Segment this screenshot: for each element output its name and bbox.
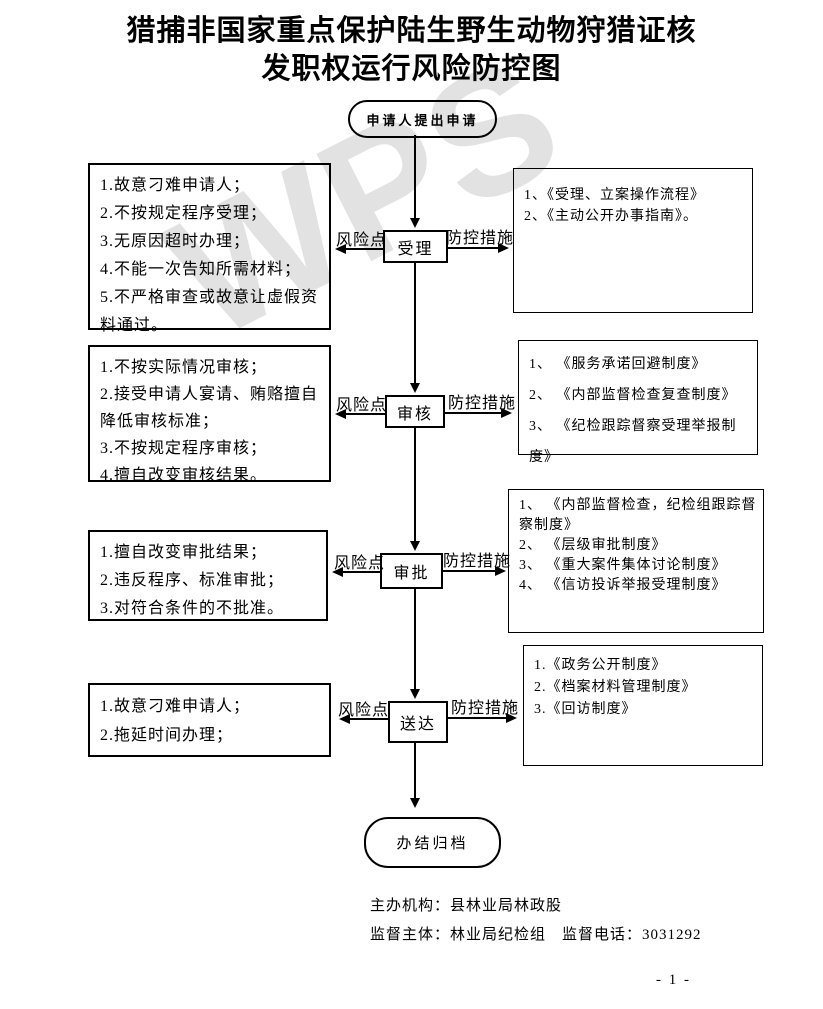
list-item: 2、 《层级审批制度》 (519, 538, 667, 553)
list-item: 1.擅自改变审批结果； (100, 544, 268, 561)
list-item: 3、 《重大案件集体讨论制度》 (519, 558, 727, 573)
risk-box-stage1: 1.故意刁难申请人； 2.不按规定程序受理； 3.无原因超时办理； 4.不能一次告知所… (88, 163, 331, 334)
list-item: 5.不严格审查或故意让虚假资料通过。 (100, 289, 319, 334)
control-box-stage3: 1、 《内部监督检查，纪检组跟踪督察制度》 2、 《层级审批制度》 3、 《重大案件… (508, 489, 764, 633)
list-item: 1、 《服务承诺回避制度》 (529, 357, 707, 372)
risk-box-stage4: 1.故意刁难申请人； 2.拖延时间办理； (88, 683, 331, 757)
list-item: 2、 《内部监督检查复查制度》 (529, 388, 737, 403)
list-item: 1、《受理、立案操作流程》 (524, 188, 705, 203)
step-node-stage4: 送达 (388, 701, 448, 743)
list-item: 3、 《纪检跟踪督察受理举报制度》 (529, 419, 737, 465)
list-item: 1.故意刁难申请人； (100, 177, 251, 194)
arrow-songda-to-end (410, 743, 420, 808)
control-label-stage4: 防控措施 (451, 700, 520, 717)
list-item: 2.违反程序、标准审批； (100, 572, 285, 589)
arrow-risk-stage1 (335, 244, 383, 254)
list-item: 2.不按规定程序受理； (100, 205, 268, 222)
page-title: 猎捕非国家重点保护陆生野生动物狩猎证核 发职权运行风险防控图 (0, 12, 823, 88)
risk-box-stage2: 1.不按实际情况审核； 2.接受申请人宴请、贿赂擅自降低审核标准； 3.不按规定程序… (88, 345, 331, 484)
list-item: 1、 《内部监督检查，纪检组跟踪督察制度》 (519, 498, 757, 533)
risk-point-label-stage2: 风险点 (336, 397, 388, 414)
arrow-start-to-shouli (410, 135, 420, 228)
list-item: 2.《档案材料管理制度》 (534, 680, 697, 695)
control-label-stage2: 防控措施 (448, 395, 517, 412)
risk-point-label-stage1: 风险点 (336, 232, 388, 249)
list-item: 2.拖延时间办理； (100, 727, 234, 744)
list-item: 1.《政务公开制度》 (534, 658, 667, 673)
page-number: - 1 - (656, 972, 691, 988)
control-label-stage3: 防控措施 (443, 553, 512, 570)
list-item: 4、 《信访投诉举报受理制度》 (519, 578, 727, 593)
list-item: 2、《主动公开办事指南》。 (524, 209, 698, 224)
arrow-control-stage4 (448, 713, 517, 723)
footer-info: 主办机构：县林业局林政股 监督主体：林业局纪检组 监督电话：3031292 (370, 892, 702, 950)
arrow-control-stage3 (443, 566, 506, 576)
risk-point-label-stage4: 风险点 (338, 702, 390, 719)
arrow-risk-stage2 (335, 409, 385, 419)
footer-organizer: 主办机构：县林业局林政股 (370, 898, 563, 914)
list-item: 3.对符合条件的不批准。 (100, 600, 285, 617)
control-box-stage1: 1、《受理、立案操作流程》 2、《主动公开办事指南》。 (513, 168, 753, 313)
control-label-stage1: 防控措施 (446, 230, 515, 247)
arrow-shouli-to-shenhe (410, 263, 420, 393)
list-item: 3.不按规定程序审核； (100, 440, 268, 457)
step-node-stage2: 审核 (385, 395, 445, 428)
arrow-risk-stage3 (332, 567, 380, 577)
list-item: 4.不能一次告知所需材料； (100, 261, 302, 278)
risk-box-stage3: 1.擅自改变审批结果； 2.违反程序、标准审批； 3.对符合条件的不批准。 (88, 530, 328, 621)
risk-point-label-stage3: 风险点 (334, 555, 386, 572)
list-item: 3.《回访制度》 (534, 702, 637, 717)
list-item: 3.无原因超时办理； (100, 233, 251, 250)
list-item: 1.故意刁难申请人； (100, 698, 251, 715)
footer-supervisor: 监督主体：林业局纪检组 监督电话：3031292 (370, 927, 702, 943)
step-node-stage1: 受理 (383, 230, 448, 263)
control-box-stage2: 1、 《服务承诺回避制度》 2、 《内部监督检查复查制度》 3、 《纪检跟踪督察受理… (518, 340, 758, 465)
start-terminator: 申请人提出申请 (348, 100, 497, 138)
arrow-shenhe-to-shenpi (410, 428, 420, 551)
list-item: 2.接受申请人宴请、贿赂擅自降低审核标准； (100, 386, 319, 430)
arrow-control-stage1 (448, 243, 509, 253)
control-box-stage4: 1.《政务公开制度》 2.《档案材料管理制度》 3.《回访制度》 (523, 645, 763, 766)
arrow-control-stage2 (445, 408, 512, 418)
list-item: 1.不按实际情况审核； (100, 359, 268, 376)
page-title-line1: 猎捕非国家重点保护陆生野生动物狩猎证核 (126, 15, 697, 47)
arrow-shenpi-to-songda (410, 589, 420, 699)
page-title-line2: 发职权运行风险防控图 (261, 53, 562, 85)
list-item: 4.擅自改变审核结果。 (100, 467, 268, 484)
arrow-risk-stage4 (339, 714, 388, 724)
end-terminator: 办结归档 (364, 817, 501, 868)
step-node-stage3: 审批 (380, 553, 443, 589)
